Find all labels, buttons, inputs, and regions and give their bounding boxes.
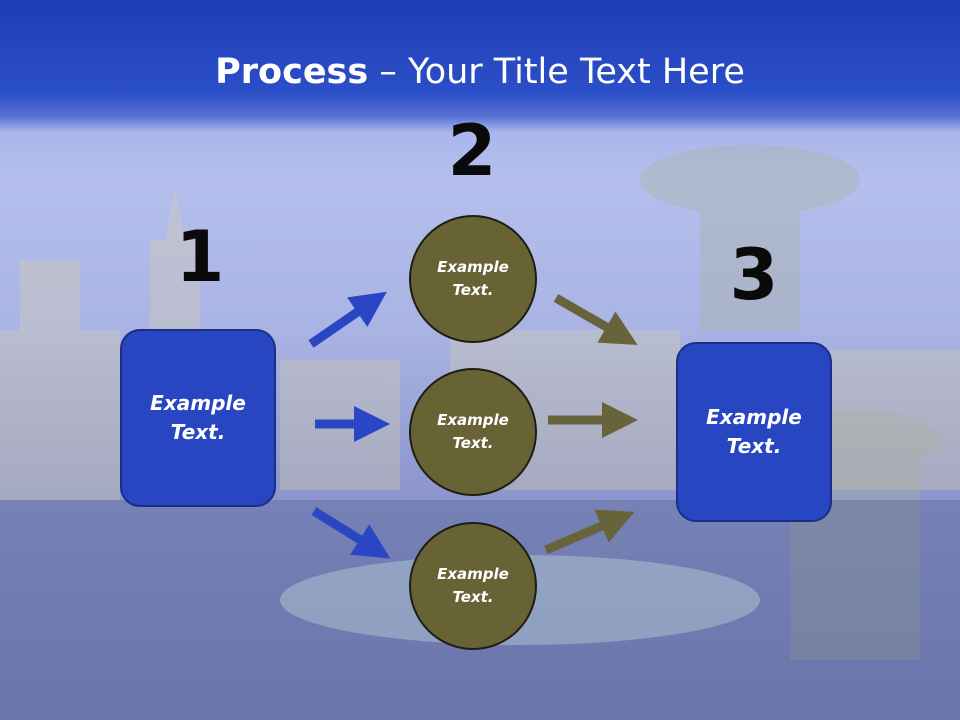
title-bold: Process [215, 52, 369, 92]
circle-bottom: Example Text. [409, 522, 537, 650]
left-text-box: Example Text. [120, 329, 276, 507]
step-number-1: 1 [175, 216, 225, 298]
arrow-top-to-right [553, 294, 638, 345]
circle-top-text: Example Text. [437, 257, 509, 299]
arrow-left-to-top [308, 291, 387, 348]
circle-top: Example Text. [409, 215, 537, 343]
right-box-text: Example Text. [706, 405, 802, 458]
arrow-left-to-bottom [311, 507, 391, 559]
step-number-2: 2 [447, 110, 497, 192]
circle-bottom-text: Example Text. [437, 564, 509, 606]
right-text-box: Example Text. [676, 342, 832, 522]
title-bar [0, 0, 960, 132]
title-rest: – Your Title Text Here [368, 52, 745, 92]
arrow-bottom-to-right [544, 509, 635, 555]
step-number-3: 3 [729, 234, 779, 316]
left-box-text: Example Text. [150, 391, 246, 444]
circle-middle: Example Text. [409, 368, 537, 496]
slide-title: Process – Your Title Text Here [0, 52, 960, 92]
circle-middle-text: Example Text. [437, 410, 509, 452]
